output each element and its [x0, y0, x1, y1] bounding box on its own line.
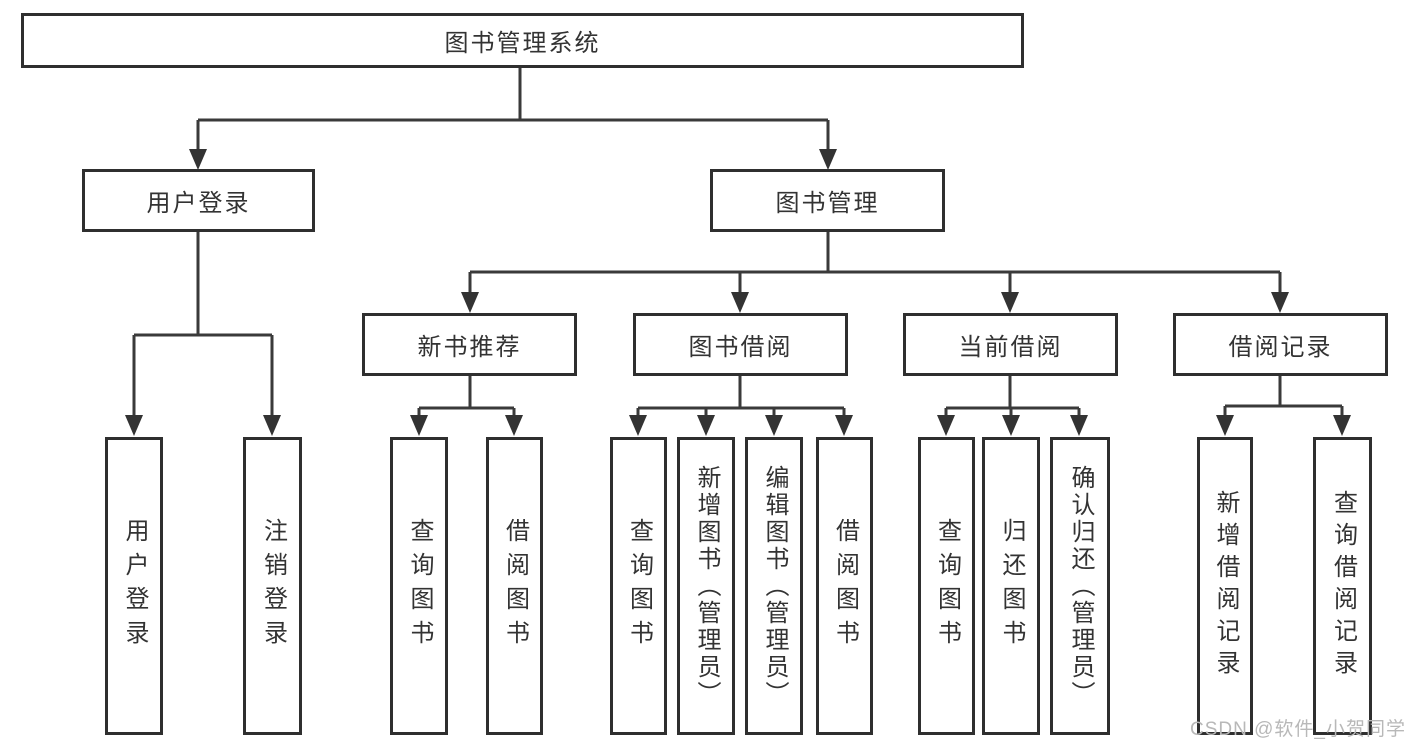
arrow-down-icon: [1333, 415, 1351, 436]
arrow-down-icon: [819, 149, 837, 170]
leaf-add-books-admin-label: 新增图书（管理员）: [693, 464, 720, 708]
node-new-book-recommendation-label: 新书推荐: [417, 334, 522, 361]
arrow-down-icon: [1002, 415, 1020, 436]
arrow-down-icon: [410, 415, 428, 436]
arrow-down-icon: [189, 149, 207, 170]
node-borrowing-records-label: 借阅记录: [1228, 334, 1333, 361]
leaf-add-borrowing-record-label: 新增借阅记录: [1212, 490, 1239, 682]
arrow-down-icon: [1070, 415, 1088, 436]
leaf-query-books-1-label: 查询图书: [406, 518, 433, 654]
node-user-login: 用户登录: [82, 169, 315, 232]
node-book-borrowing-label: 图书借阅: [688, 334, 793, 361]
leaf-query-books-1: 查询图书: [390, 437, 448, 735]
root-node-label: 图书管理系统: [444, 30, 601, 57]
leaf-return-books: 归还图书: [982, 437, 1040, 735]
node-borrowing-records: 借阅记录: [1173, 313, 1388, 376]
leaf-logout-login: 注销登录: [243, 437, 302, 735]
arrow-down-icon: [1216, 415, 1234, 436]
node-book-borrowing: 图书借阅: [633, 313, 848, 376]
leaf-logout-login-label: 注销登录: [259, 518, 287, 654]
leaf-edit-books-admin-label: 编辑图书（管理员）: [761, 464, 788, 708]
node-book-management: 图书管理: [710, 169, 945, 232]
leaf-borrow-books-2-label: 借阅图书: [831, 518, 859, 654]
arrow-down-icon: [629, 415, 647, 436]
leaf-query-borrowing-record-label: 查询借阅记录: [1329, 490, 1357, 682]
root-node-library-system: 图书管理系统: [21, 13, 1024, 68]
csdn-watermark: CSDN @软件_小贺同学: [1190, 719, 1405, 740]
leaf-edit-books-admin: 编辑图书（管理员）: [745, 437, 803, 735]
arrow-down-icon: [1001, 292, 1019, 313]
arrow-down-icon: [937, 415, 955, 436]
leaf-query-books-3-label: 查询图书: [933, 518, 961, 654]
node-new-book-recommendation: 新书推荐: [362, 313, 577, 376]
arrow-down-icon: [263, 415, 281, 436]
arrow-down-icon: [765, 415, 783, 436]
leaf-add-borrowing-record: 新增借阅记录: [1197, 437, 1253, 735]
arrow-down-icon: [125, 415, 143, 436]
leaf-borrow-books-1: 借阅图书: [486, 437, 543, 735]
leaf-add-books-admin: 新增图书（管理员）: [677, 437, 735, 735]
leaf-query-books-3: 查询图书: [918, 437, 975, 735]
arrow-down-icon: [1271, 292, 1289, 313]
node-book-management-label: 图书管理: [775, 190, 880, 217]
leaf-query-books-2: 查询图书: [610, 437, 667, 735]
leaf-return-books-label: 归还图书: [998, 518, 1025, 654]
leaf-query-books-2-label: 查询图书: [625, 518, 653, 654]
arrow-down-icon: [461, 292, 479, 313]
node-user-login-label: 用户登录: [146, 190, 251, 217]
leaf-confirm-return-admin: 确认归还（管理员）: [1050, 437, 1110, 735]
arrow-down-icon: [697, 415, 715, 436]
leaf-query-borrowing-record: 查询借阅记录: [1313, 437, 1372, 735]
leaf-borrow-books-2: 借阅图书: [816, 437, 873, 735]
leaf-user-login: 用户登录: [105, 437, 163, 735]
arrow-down-icon: [731, 292, 749, 313]
leaf-user-login-label: 用户登录: [121, 518, 148, 654]
arrow-down-icon: [505, 415, 523, 436]
node-current-borrowing: 当前借阅: [903, 313, 1118, 376]
leaf-confirm-return-admin-label: 确认归还（管理员）: [1067, 464, 1094, 708]
leaf-borrow-books-1-label: 借阅图书: [501, 518, 529, 654]
node-current-borrowing-label: 当前借阅: [958, 334, 1063, 361]
arrow-down-icon: [835, 415, 853, 436]
